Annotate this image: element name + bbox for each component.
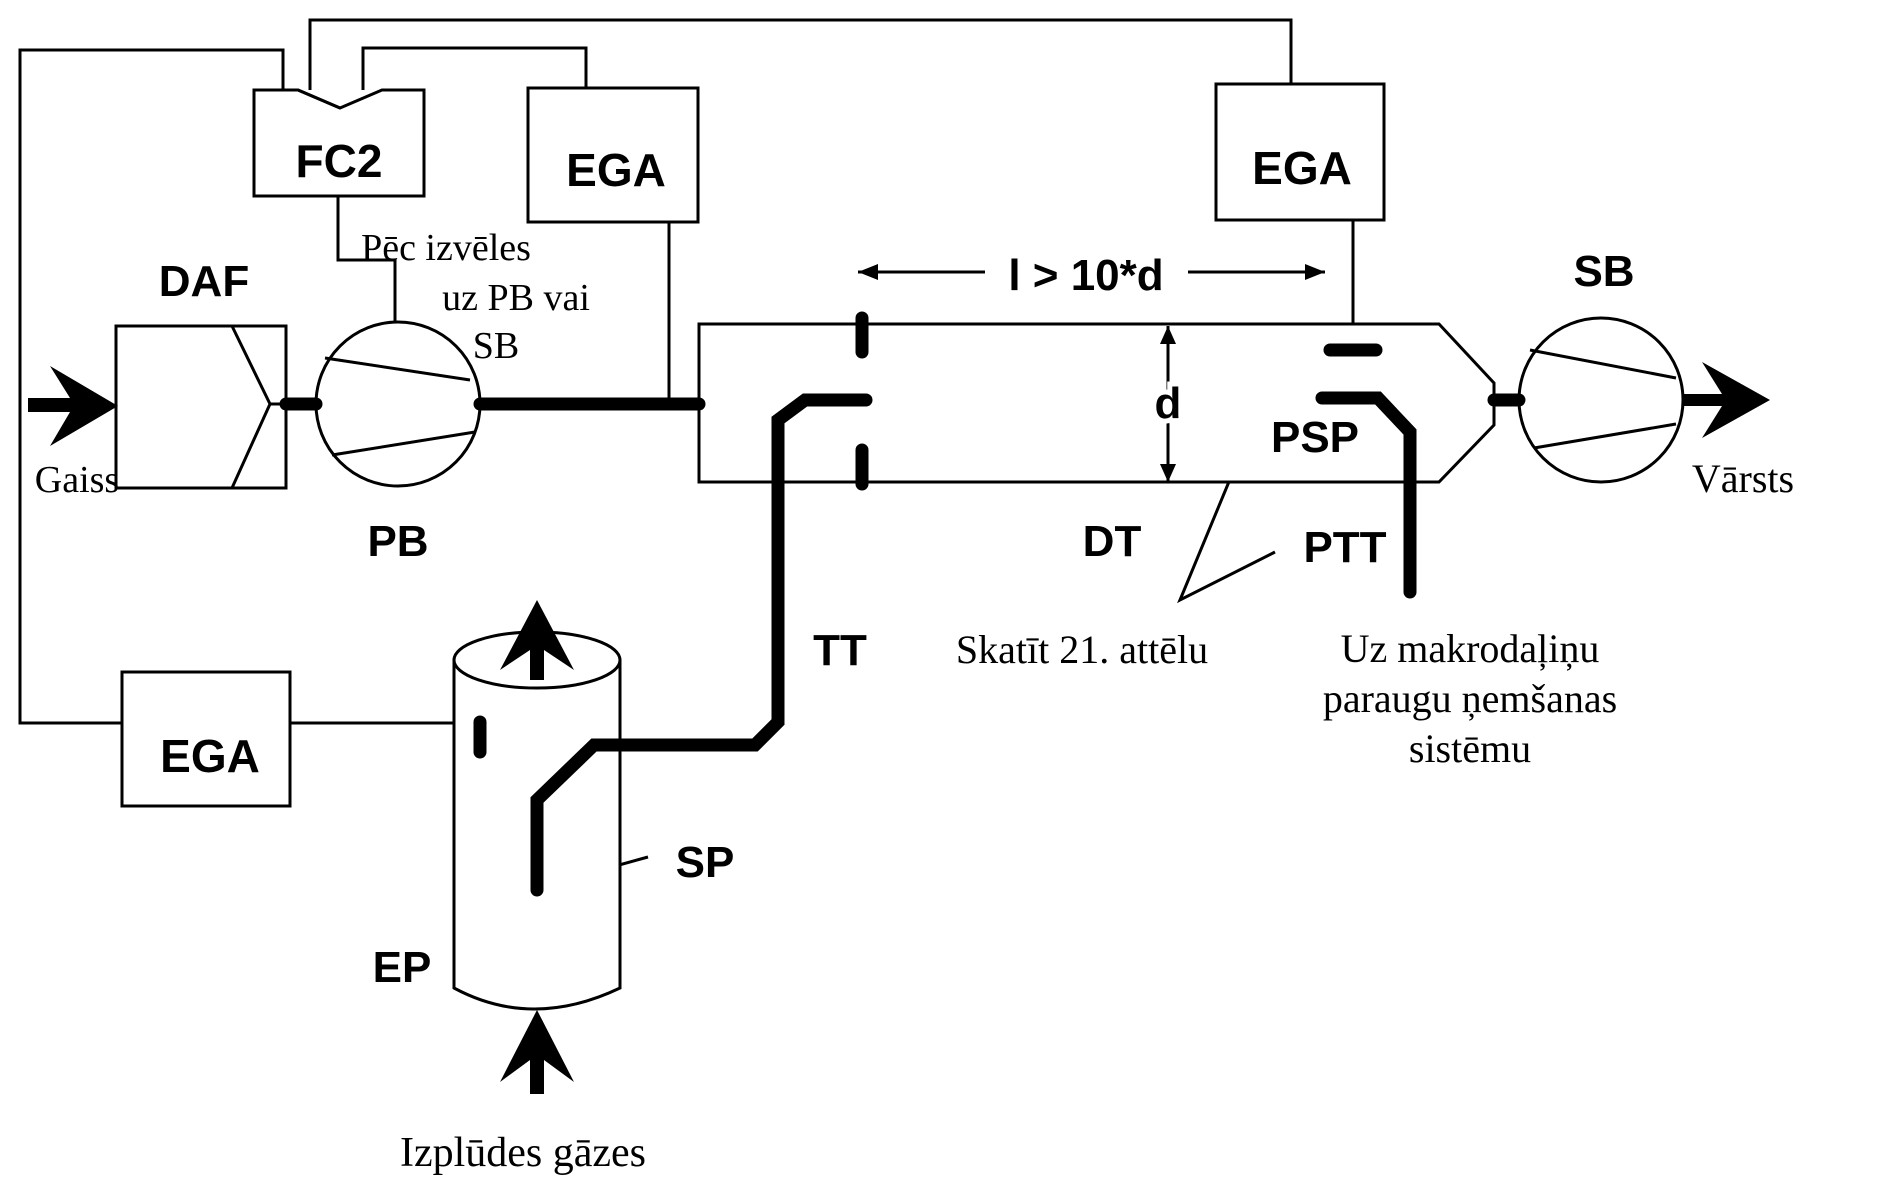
diameter-label: d — [1155, 379, 1182, 428]
dt-label: DT — [1083, 517, 1142, 566]
exhaust-out-arrow-icon — [500, 600, 574, 680]
ega-top-label: EGA — [566, 144, 666, 196]
line-top-long — [308, 18, 1293, 90]
line-fc2-ega — [361, 46, 588, 90]
daf-label: DAF — [159, 257, 249, 306]
optional-note-line2: uz PB vai — [442, 277, 590, 319]
exhaust-in-arrow-icon — [500, 1010, 574, 1094]
ega-right-label: EGA — [1252, 142, 1352, 194]
see-figure-note: Skatīt 21. attēlu — [956, 627, 1208, 672]
length-label: l > 10*d — [1008, 251, 1163, 300]
ptt-label: PTT — [1303, 523, 1386, 572]
thick-pipes — [279, 311, 1526, 897]
outlet-arrow-icon — [1684, 362, 1770, 438]
ega-bottom-label: EGA — [160, 730, 260, 782]
fc2-box: FC2 — [252, 88, 426, 198]
optional-note-line1: Pēc izvēles — [361, 227, 531, 269]
daf-filter — [114, 324, 288, 490]
macro-note-line3: sistēmu — [1409, 726, 1531, 771]
pointer-lines — [1177, 442, 1276, 604]
psp-label: PSP — [1271, 413, 1359, 462]
fc2-label: FC2 — [296, 135, 383, 187]
dilution-tunnel — [697, 322, 1496, 484]
exhaust-note: Izplūdes gāzes — [400, 1130, 646, 1176]
macro-note-line2: paraugu ņemšanas — [1323, 676, 1617, 721]
psp-probe — [1315, 391, 1417, 599]
pb-label: PB — [367, 517, 428, 566]
line-left-loop — [18, 48, 285, 725]
component-labels: DAF PB SB DT TT PSP PTT SP EP l > 10*d d — [159, 247, 1635, 992]
ega-top-box: EGA — [526, 86, 700, 224]
ega-bottom-box: EGA — [120, 670, 292, 808]
sb-label: SB — [1573, 247, 1634, 296]
signal-lines — [18, 18, 1355, 882]
tt-label: TT — [813, 626, 867, 675]
ep-label: EP — [373, 943, 432, 992]
ega-right-box: EGA — [1214, 82, 1386, 222]
pb-blower — [314, 320, 482, 488]
air-inlet-arrow-icon — [28, 366, 118, 446]
sp-label: SP — [676, 838, 735, 887]
optional-note-line3: SB — [473, 325, 519, 367]
sb-blower — [1517, 316, 1685, 484]
outlet-label: Vārsts — [1692, 456, 1794, 501]
air-label: Gaiss — [35, 459, 119, 501]
transfer-tube — [530, 393, 873, 897]
notes: Pēc izvēles uz PB vai SB Gaiss Vārsts Sk… — [35, 227, 1794, 1176]
macro-note-line1: Uz makrodaļiņu — [1341, 626, 1600, 671]
arrows — [28, 264, 1770, 1094]
line-fc2-pb — [336, 196, 397, 326]
